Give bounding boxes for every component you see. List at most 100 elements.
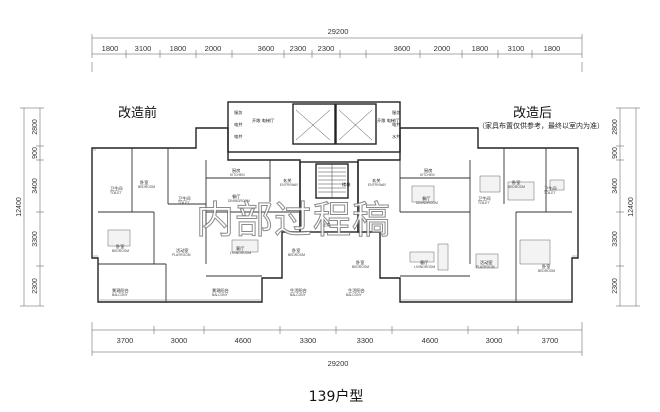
dim-right-total: 12400 [628, 197, 635, 217]
dim-top-2: 3100 [135, 44, 152, 53]
svg-text:生活阳台: 生活阳台 [290, 287, 307, 294]
svg-text:BEDROOM: BEDROOM [112, 249, 129, 253]
dim-left-total: 12400 [16, 197, 23, 217]
svg-text:KITCHEN: KITCHEN [420, 173, 435, 177]
well-left-1: 服务 [234, 109, 243, 116]
furniture [107, 175, 565, 271]
svg-text:LIVINGROOM: LIVINGROOM [414, 265, 435, 269]
dim-top-1: 1800 [102, 44, 119, 53]
svg-text:客厅: 客厅 [236, 245, 244, 252]
dim-left-5: 2300 [32, 278, 39, 294]
interior-partitions [98, 148, 572, 302]
svg-text:PLAYROOM: PLAYROOM [476, 265, 495, 269]
after-label: 改造后 [513, 106, 552, 121]
svg-text:生活阳台: 生活阳台 [348, 287, 365, 294]
stair-treads [318, 164, 346, 198]
dim-bottom-5: 3300 [357, 336, 374, 345]
svg-text:景观阳台: 景观阳台 [112, 287, 129, 294]
dim-top-segments: 1800 3100 1800 2000 3600 2300 2300 3600 … [102, 44, 561, 53]
svg-text:BEDROOM: BEDROOM [538, 269, 555, 273]
after-note: （家具布置仅供参考，最终以室内为准） [478, 121, 604, 130]
dim-top-8: 3600 [394, 44, 411, 53]
svg-text:BALCONY: BALCONY [346, 293, 363, 297]
dim-top-9: 2000 [434, 44, 451, 53]
well-left-2: 电井 [234, 121, 242, 128]
windows [92, 149, 578, 301]
svg-text:TOILET: TOILET [110, 191, 121, 195]
svg-text:DININGROOM: DININGROOM [416, 201, 438, 205]
dim-top-11: 3100 [508, 44, 525, 53]
lobby-right: 开敞 电梯厅 [377, 117, 399, 124]
svg-text:卧室: 卧室 [116, 243, 124, 250]
dim-bottom-6: 4600 [422, 336, 439, 345]
svg-text:卫生间: 卫生间 [478, 195, 491, 202]
dim-right-4: 3300 [612, 231, 619, 247]
dim-bottom-8: 3700 [542, 336, 559, 345]
dim-left-1: 2800 [32, 119, 39, 135]
dim-top-3: 1800 [170, 44, 187, 53]
svg-text:ENTRYWAY: ENTRYWAY [280, 183, 299, 187]
dim-left-4: 3300 [32, 231, 39, 247]
svg-text:BEDROOM: BEDROOM [352, 265, 369, 269]
svg-text:餐厅: 餐厅 [422, 195, 430, 202]
building-walls [91, 101, 579, 303]
svg-text:活动室: 活动室 [480, 259, 493, 266]
watermark: 内部过程稿 [196, 198, 391, 242]
svg-text:厨房: 厨房 [424, 167, 432, 174]
svg-text:BEDROOM: BEDROOM [138, 185, 155, 189]
dim-right-1: 2800 [612, 119, 619, 135]
dim-bottom-7: 3000 [486, 336, 503, 345]
dim-top-5: 3600 [258, 44, 275, 53]
svg-text:ENTRYWAY: ENTRYWAY [368, 183, 387, 187]
svg-text:TOILET: TOILET [544, 191, 555, 195]
svg-text:客厅: 客厅 [420, 259, 428, 266]
dim-top-7: 2300 [318, 44, 335, 53]
well-right-2: 电井 [392, 121, 400, 128]
dim-total-bottom: 29200 [328, 359, 349, 368]
svg-text:BEDROOM: BEDROOM [508, 185, 525, 189]
svg-text:卫生间: 卫生间 [178, 195, 191, 202]
well-right-1: 服务 [392, 109, 401, 116]
svg-text:BALCONY: BALCONY [290, 293, 307, 297]
dim-bottom-4: 3300 [300, 336, 317, 345]
svg-text:卫生间: 卫生间 [544, 185, 557, 192]
svg-text:玄关: 玄关 [372, 177, 380, 184]
elevator-shafts [295, 109, 373, 141]
dim-right-2: 900 [612, 147, 619, 159]
dim-left-2: 900 [32, 147, 39, 159]
svg-text:卧室: 卧室 [140, 179, 148, 186]
dim-right-5: 2300 [612, 278, 619, 294]
dim-bottom-segments: 3700 3000 4600 3300 3300 4600 3000 3700 [117, 336, 559, 345]
svg-text:TOILET: TOILET [178, 201, 189, 205]
dim-top-4: 2000 [205, 44, 222, 53]
plan-title: 139户型 [309, 388, 364, 405]
core-labels: 服务 电井 电井 开敞 电梯厅 服务 电井 水井 开敞 电梯厅 楼梯 走道 [234, 109, 401, 228]
svg-text:卧室: 卧室 [512, 179, 520, 186]
svg-text:PLAYROOM: PLAYROOM [172, 253, 191, 257]
svg-text:DININGROOM: DININGROOM [228, 199, 250, 203]
dim-bottom-3: 4600 [235, 336, 252, 345]
dim-top-6: 2300 [290, 44, 307, 53]
well-right-3: 水井 [392, 133, 400, 140]
